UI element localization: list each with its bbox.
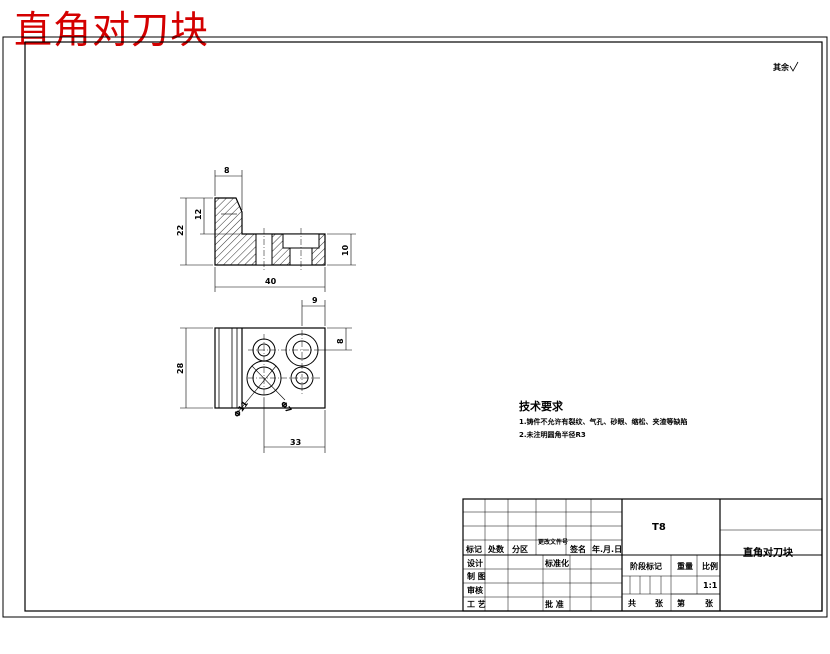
label-design: 设计	[467, 558, 483, 568]
label-page-word: 张	[705, 599, 714, 608]
tech-req-item-2: 2.未注明圆角半径R3	[519, 430, 586, 439]
label-sheet-word: 张	[655, 599, 664, 608]
front-view-dimensions	[180, 170, 356, 292]
dim-plan-offset-y: 8	[336, 338, 345, 344]
dim-hole-b: Φ7	[278, 400, 293, 415]
inner-frame	[24, 41, 823, 612]
dim-height-inner: 12	[194, 209, 203, 220]
title-block-text: T8 直角对刀块 1:1 标记 处数 分区 更改文件号 签名 年.月.日 设计 …	[465, 522, 794, 609]
surface-finish-label: 其余	[773, 62, 790, 72]
scale-value: 1:1	[703, 581, 718, 590]
tech-req-item-1: 1.铸件不允许有裂纹、气孔、砂眼、缩松、夹渣等缺陷	[519, 417, 688, 426]
plan-view	[214, 327, 326, 413]
dim-height-right: 10	[341, 244, 350, 256]
label-approve: 批 准	[545, 599, 564, 609]
dim-length: 40	[265, 277, 277, 286]
roughness-icon	[789, 61, 799, 72]
label-signature: 签名	[569, 544, 586, 554]
dim-plan-offset-x: 9	[312, 296, 318, 305]
tech-req-title: 技术要求	[519, 399, 564, 413]
label-zone: 分区	[512, 544, 528, 554]
label-mark: 标记	[465, 544, 482, 554]
dim-plan-height: 28	[176, 362, 185, 374]
title-block	[462, 498, 823, 612]
label-page: 第	[677, 598, 685, 608]
dim-height-total: 22	[176, 225, 185, 236]
front-section-view	[214, 197, 326, 270]
label-weight: 重量	[677, 561, 693, 571]
label-date: 年.月.日	[592, 544, 622, 554]
label-change-doc: 更改文件号	[538, 538, 568, 546]
outer-border	[2, 36, 828, 618]
label-review: 审核	[467, 585, 483, 595]
plan-view-dimensions	[180, 300, 352, 453]
drawing-title-overlay: 直角对刀块	[14, 8, 210, 52]
label-standardize: 标准化	[544, 558, 569, 568]
dim-hole-a: Φ11	[232, 399, 250, 419]
label-process: 工 艺	[467, 599, 486, 609]
part-name-value: 直角对刀块	[743, 546, 794, 559]
surface-finish-mark: 其余	[773, 61, 799, 72]
label-total: 共	[628, 598, 636, 608]
material-value: T8	[652, 522, 666, 533]
label-stage-mark: 阶段标记	[630, 561, 662, 571]
dim-top-width: 8	[224, 166, 230, 175]
label-drawing: 制 图	[467, 571, 486, 581]
technical-requirements: 技术要求 1.铸件不允许有裂纹、气孔、砂眼、缩松、夹渣等缺陷 2.未注明圆角半径…	[519, 399, 688, 439]
label-scale: 比例	[702, 561, 718, 571]
label-count: 处数	[487, 544, 505, 554]
dim-plan-width: 33	[290, 438, 301, 447]
